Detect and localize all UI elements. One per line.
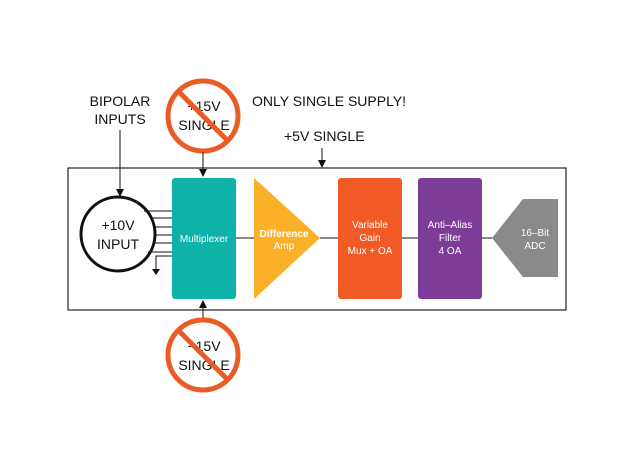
difference-amp-line1: Difference [260,229,309,240]
variable-gain-block [338,178,402,299]
difference-amp-block [254,178,320,299]
variable-gain-line1: Variable [352,220,388,231]
adc-block [492,199,558,277]
multiplexer-label: Multiplexer [180,234,229,245]
only-single-supply-label: ONLY SINGLE SUPPLY! [252,93,406,109]
no-entry-slash [176,328,230,382]
plus5v-label: +5V SINGLE [284,128,365,144]
ground-arrow-icon [152,269,160,275]
difference-amp-line2: Amp [274,241,295,252]
variable-gain-line2: Gain [359,233,380,244]
no-minus15v-sign: −15V SINGLE [165,317,241,393]
adc-line2: ADC [524,241,545,252]
input-circle-line1: +10V [101,217,135,233]
multiplexer-block [172,178,236,299]
anti-alias-line2: Filter [439,233,462,244]
adc-line1: 16–Bit [521,228,550,239]
no-plus15v-sign: +15V SINGLE [165,78,241,154]
bipolar-label-line1: BIPOLAR [90,93,151,109]
anti-alias-line3: 4 OA [439,246,462,257]
variable-gain-line3: Mux + OA [348,246,393,257]
anti-alias-line1: Anti–Alias [428,220,472,231]
no-entry-slash [176,89,230,143]
system-boundary-box [67,167,567,311]
bipolar-label-line2: INPUTS [94,111,145,127]
input-lines [144,210,172,270]
input-circle [79,195,157,273]
anti-alias-filter-block [418,178,482,299]
input-circle-line2: INPUT [97,236,139,252]
